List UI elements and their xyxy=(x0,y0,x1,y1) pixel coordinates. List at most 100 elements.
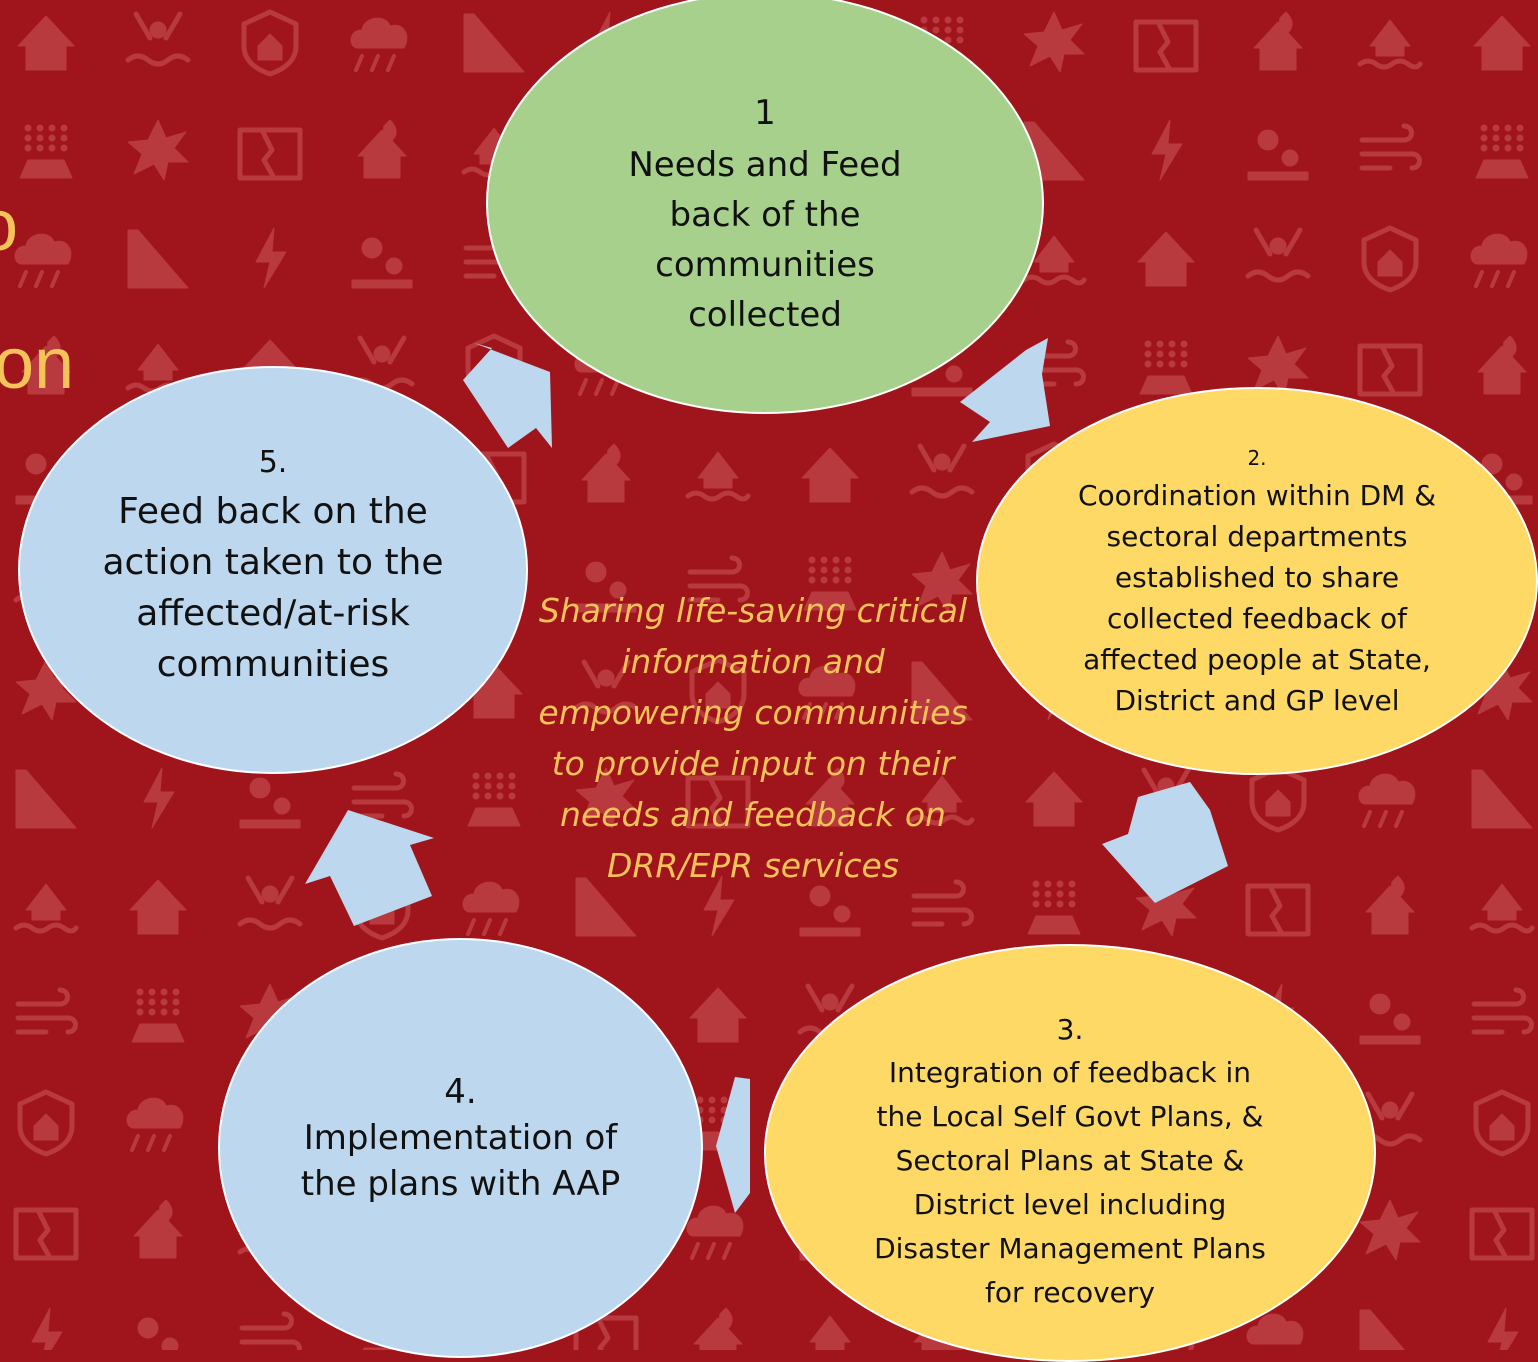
storm-cloud-icon xyxy=(686,1205,744,1260)
landslide-icon xyxy=(575,877,637,937)
hail-icon xyxy=(467,772,521,827)
lightning-icon xyxy=(703,875,735,937)
storm-cloud-icon xyxy=(798,665,856,720)
rockfall-icon xyxy=(239,777,301,829)
step-4-text: Implementation of the plans with AAP xyxy=(300,1118,621,1204)
fire-house-icon xyxy=(1253,11,1303,71)
hail-icon xyxy=(803,556,857,611)
house-icon xyxy=(465,663,523,719)
lightning-icon xyxy=(1151,119,1183,181)
storm-cloud-icon xyxy=(350,17,408,72)
arrow-3-to-4 xyxy=(716,1077,750,1213)
earthquake-crack-icon xyxy=(1469,1207,1535,1261)
landslide-icon xyxy=(1471,769,1533,829)
earthquake-crack-icon xyxy=(237,127,303,181)
lightning-icon xyxy=(143,767,175,829)
step-1-text: Needs and Feed back of the communities c… xyxy=(628,145,902,335)
cycle-step-1-node: 1 Needs and Feed back of the communities… xyxy=(486,0,1044,414)
house-icon xyxy=(1137,231,1195,287)
cycle-step-3-node: 3. Integration of feedback in the Local … xyxy=(764,944,1376,1362)
house-icon xyxy=(1473,15,1531,71)
storm-cloud-icon xyxy=(126,1097,184,1152)
lightning-icon xyxy=(31,1307,63,1350)
lightning-icon xyxy=(255,227,287,289)
storm-cloud-icon xyxy=(14,233,72,288)
wind-icon xyxy=(687,555,750,603)
flood-house-icon xyxy=(1469,883,1535,934)
step-3-number: 3. xyxy=(1056,1013,1084,1046)
step-4-number: 4. xyxy=(444,1072,477,1112)
step-2-text: Coordination within DM & sectoral depart… xyxy=(1077,479,1437,717)
earthquake-crack-icon xyxy=(573,1315,639,1350)
flood-house-icon xyxy=(685,451,751,502)
arrow-5-to-1 xyxy=(463,343,552,448)
rockfall-icon xyxy=(1359,993,1421,1045)
landslide-icon xyxy=(127,229,189,289)
explosion-icon xyxy=(575,767,637,829)
storm-cloud-icon xyxy=(1358,773,1416,828)
house-icon xyxy=(689,987,747,1043)
earthquake-crack-icon xyxy=(1133,19,1199,73)
drowning-icon xyxy=(125,11,191,67)
step-5-text: Feed back on the action taken to the aff… xyxy=(102,491,444,685)
rockfall-icon xyxy=(1247,129,1309,181)
storm-cloud-icon xyxy=(1470,233,1528,288)
fire-house-icon xyxy=(357,119,407,179)
step-3-text: Integration of feedback in the Local Sel… xyxy=(874,1056,1266,1309)
fire-house-icon xyxy=(693,1307,743,1350)
earthquake-crack-icon xyxy=(685,775,751,829)
cycle-step-5-node: 5. Feed back on the action taken to the … xyxy=(18,366,528,774)
slide-title-fragment-2: on xyxy=(0,324,75,404)
drowning-icon xyxy=(573,659,639,715)
landslide-icon xyxy=(15,769,77,829)
wind-icon xyxy=(1471,987,1534,1035)
shield-home-icon xyxy=(1473,1089,1531,1157)
explosion-icon xyxy=(127,119,189,181)
flood-house-icon xyxy=(1357,19,1423,70)
cycle-step-4-node: 4. Implementation of the plans with AAP xyxy=(218,938,703,1358)
cycle-step-2-node: 2. Coordination within DM & sectoral dep… xyxy=(976,387,1538,775)
storm-cloud-icon xyxy=(462,881,520,936)
wind-icon xyxy=(15,987,78,1035)
shield-home-icon xyxy=(689,657,747,725)
shield-home-icon xyxy=(1249,765,1307,833)
drowning-icon xyxy=(909,443,975,499)
lightning-icon xyxy=(1487,1307,1519,1350)
rockfall-icon xyxy=(799,885,861,937)
hail-icon xyxy=(1475,124,1529,179)
shield-home-icon xyxy=(1361,225,1419,293)
house-icon xyxy=(129,879,187,935)
center-caption: Sharing life-saving critical information… xyxy=(538,591,968,885)
arrow-4-to-5 xyxy=(305,810,434,926)
flood-house-icon xyxy=(13,883,79,934)
storm-cloud-icon xyxy=(1246,1313,1304,1345)
flood-house-icon xyxy=(1021,235,1087,286)
wind-icon xyxy=(1359,123,1422,171)
shield-home-icon xyxy=(241,9,299,77)
step-1-number: 1 xyxy=(754,93,776,133)
step-5-number: 5. xyxy=(258,445,288,480)
arrow-2-to-3 xyxy=(1102,782,1228,903)
drowning-icon xyxy=(237,875,303,931)
shield-home-icon xyxy=(17,1089,75,1157)
explosion-icon xyxy=(1135,875,1197,937)
rockfall-icon xyxy=(351,237,413,289)
hail-icon xyxy=(1027,880,1081,935)
drowning-icon xyxy=(1357,1091,1423,1147)
drowning-icon xyxy=(1245,227,1311,283)
hail-icon xyxy=(131,988,185,1043)
fire-house-icon xyxy=(21,335,71,395)
fire-house-icon xyxy=(581,443,631,503)
fire-house-icon xyxy=(805,767,855,827)
house-icon xyxy=(801,447,859,503)
hail-icon xyxy=(19,124,73,179)
landslide-icon xyxy=(463,13,525,73)
slide-title-fragment-1: o xyxy=(0,190,18,262)
landslide-icon xyxy=(911,661,973,721)
wind-icon xyxy=(239,1311,302,1350)
rockfall-icon xyxy=(575,561,637,613)
earthquake-crack-icon xyxy=(13,1207,79,1261)
flood-house-icon xyxy=(809,1315,851,1350)
flood-house-icon xyxy=(909,775,975,826)
